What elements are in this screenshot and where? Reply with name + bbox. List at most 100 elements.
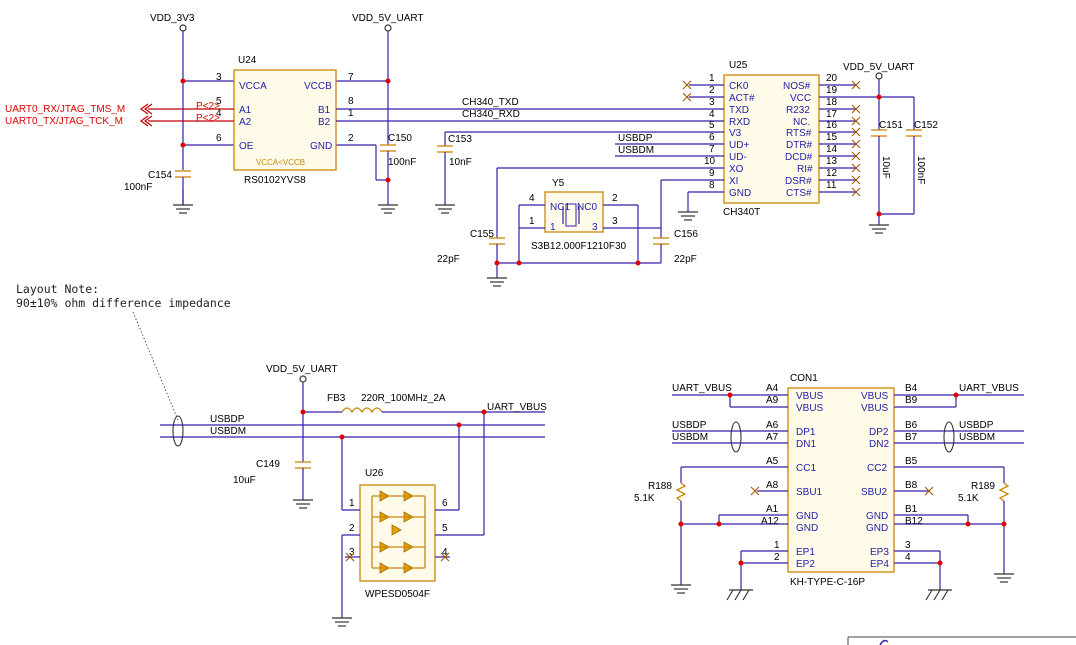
- u24-part: RS0102YVS8: [244, 175, 306, 186]
- con1-pin-gnd-a12: GND: [796, 523, 818, 534]
- r189-ref: R189: [971, 481, 995, 492]
- con1-pin-dp2: DP2: [869, 427, 889, 438]
- c149-ref: C149: [256, 459, 280, 470]
- u25-pin-num-2: 2: [709, 85, 715, 96]
- u24-pin-num-6: 6: [216, 133, 222, 144]
- junction: [385, 78, 391, 84]
- u25-pin-num-5: 5: [709, 120, 715, 131]
- con1-pin-1: 1: [774, 540, 780, 551]
- con1-pin-ep3: EP3: [870, 547, 889, 558]
- layout-note-line1: Layout Note:: [16, 282, 99, 296]
- u25-pin-num-16: 16: [826, 120, 838, 131]
- u24-inner-label: VCCA<VCCB: [256, 158, 305, 167]
- con1-pin-gnd-a1: GND: [796, 511, 818, 522]
- ground-symbol-5: [869, 224, 889, 234]
- y5-pin-3: 3: [612, 216, 618, 227]
- r188-body: [675, 482, 687, 502]
- u25-pin-num-17: 17: [826, 109, 838, 120]
- u24-pin-name-vcca: VCCA: [239, 81, 267, 92]
- u24-ref: U24: [238, 55, 257, 66]
- net-usbdp-label-1: USBDP: [618, 133, 653, 144]
- con1-body: [787, 387, 895, 573]
- net-vdd-5v-uart-label-1: VDD_5V_UART: [352, 13, 424, 24]
- con1-pin-vbus-a4: VBUS: [796, 391, 824, 402]
- u24-pin-num-4: 4: [216, 108, 222, 119]
- diff-pair-marker-2: [730, 421, 742, 453]
- con1-pin-b1: B1: [905, 504, 918, 515]
- junction: [180, 142, 186, 148]
- fb3-ref: FB3: [327, 393, 346, 404]
- junction: [635, 260, 641, 266]
- net-uart0-rx-label: UART0_RX/JTAG_TMS_M: [5, 104, 125, 115]
- u26-pin-6: 6: [442, 498, 448, 509]
- c149-value: 10uF: [233, 475, 256, 486]
- con1-pin-ep4: EP4: [870, 559, 889, 570]
- junction: [385, 177, 391, 183]
- r188-ref: R188: [648, 481, 672, 492]
- con1-pin-b12: B12: [905, 516, 923, 527]
- u24-section: VDD_3V3 VDD_5V_UART U24 RS0102YVS8 VCCA<…: [5, 13, 706, 214]
- c151-value: 10uF: [880, 156, 891, 179]
- con1-ref: CON1: [790, 373, 818, 384]
- y5-ref: Y5: [552, 178, 565, 189]
- u26-body: [359, 484, 436, 582]
- net-usbdp-label-4: USBDP: [959, 420, 994, 431]
- u25-pin-num-9: 9: [709, 168, 715, 179]
- u26-pin-5: 5: [442, 523, 448, 534]
- u25-pin-vcc: VCC: [790, 93, 811, 104]
- con1-pin-b5: B5: [905, 456, 918, 467]
- c153-value: 10nF: [449, 157, 472, 168]
- u25-pin-xi: XI: [729, 176, 738, 187]
- net-uart-vbus-label-2: UART_VBUS: [672, 383, 732, 394]
- ground-symbol-1: [173, 204, 193, 214]
- bus-label-2: P<2>: [196, 113, 220, 124]
- diff-pair-marker-1: [172, 415, 184, 447]
- ground-symbol-3: [435, 204, 455, 214]
- con1-pin-gnd-b1: GND: [866, 511, 888, 522]
- u25-part: CH340T: [723, 207, 760, 218]
- title-frame-partial: [847, 636, 1076, 645]
- con1-pin-cc2: CC2: [867, 463, 887, 474]
- net-ch340-rxd-label: CH340_RXD: [462, 109, 520, 120]
- net-usbdm-label-4: USBDM: [959, 432, 995, 443]
- power-port-3v3: [179, 24, 187, 32]
- ground-symbol-9: [671, 584, 691, 594]
- c156-value: 22pF: [674, 254, 697, 265]
- c154-value: 100nF: [124, 182, 152, 193]
- junction: [738, 560, 744, 566]
- u24-pin-num-5: 5: [216, 96, 222, 107]
- c153-ref: C153: [448, 134, 472, 145]
- net-usbdm-label-3: USBDM: [672, 432, 708, 443]
- u25-pin-r232: R232: [786, 105, 810, 116]
- con1-pin-a6: A6: [766, 420, 779, 431]
- u25-pin-num-12: 12: [826, 168, 838, 179]
- u26-ref: U26: [365, 468, 384, 479]
- nc-mark-sbu1: [750, 486, 760, 496]
- junction: [516, 260, 522, 266]
- junction: [300, 409, 306, 415]
- u24-body: [233, 69, 337, 171]
- u25-pin-dcd: DCD#: [785, 152, 813, 163]
- u24-pin-num-8: 8: [348, 96, 354, 107]
- nc-marks-u25-right: [851, 80, 861, 197]
- net-vdd-5v-uart-label-2: VDD_5V_UART: [843, 62, 915, 73]
- con1-pin-3: 3: [905, 540, 911, 551]
- u26-pin-4: 4: [442, 547, 448, 558]
- net-vdd-5v-uart-label-3: VDD_5V_UART: [266, 364, 338, 375]
- con1-pin-ep1: EP1: [796, 547, 815, 558]
- chassis-ground-2: [925, 589, 952, 601]
- u25-pin-num-14: 14: [826, 144, 838, 155]
- u25-pin-txd: TXD: [729, 105, 749, 116]
- u25-pin-num-19: 19: [826, 85, 838, 96]
- net-usbdp-label-3: USBDP: [672, 420, 707, 431]
- u25-pin-num-4: 4: [709, 109, 715, 120]
- offpage-connector-tx: [139, 115, 153, 127]
- fb3-value: 220R_100MHz_2A: [361, 393, 446, 404]
- con1-pin-sbu1: SBU1: [796, 487, 823, 498]
- u26-part: WPESD0504F: [365, 589, 430, 600]
- net-uart-vbus-label-3: UART_VBUS: [959, 383, 1019, 394]
- con1-pin-a9: A9: [766, 395, 779, 406]
- y5-nc0: NC0: [577, 202, 597, 213]
- con1-pin-vbus-a9: VBUS: [796, 403, 824, 414]
